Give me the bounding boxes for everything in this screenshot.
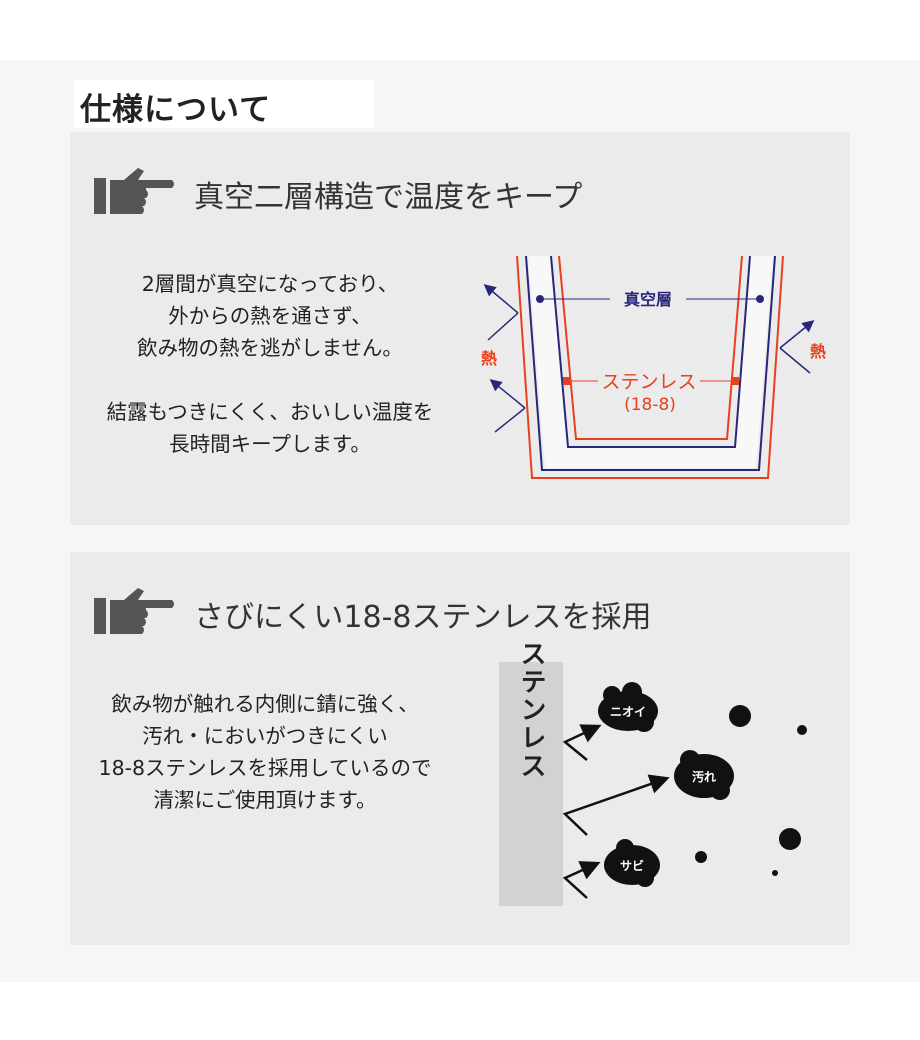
text-line: 2層間が真空になっており、 bbox=[141, 272, 399, 296]
outer-steel-wall bbox=[516, 255, 784, 479]
text-line: 汚れ・においがつきにくい bbox=[142, 724, 388, 748]
section1-heading: 真空二層構造で温度をキープ bbox=[194, 180, 583, 215]
panel-stainless bbox=[70, 552, 850, 945]
inner-steel-wall bbox=[558, 255, 743, 440]
rust-label: サビ bbox=[620, 858, 644, 873]
heat-arrow bbox=[483, 284, 519, 314]
stainless-label: ステンレス bbox=[601, 371, 696, 393]
text-line: 外からの熱を通さず、 bbox=[168, 304, 372, 328]
section2-heading: さびにくい18-8ステンレスを採用 bbox=[194, 600, 652, 635]
stainless-grade-label: (18-8) bbox=[624, 395, 676, 415]
section1-description: 2層間が真空になっており、 外からの熱を通さず、 飲み物の熱を逃がしません。 結… bbox=[90, 268, 450, 460]
stainless-diagram: ステンレス ニオイ 汚れ サビ bbox=[499, 640, 807, 906]
vacuum-layer-label: 真空層 bbox=[624, 290, 672, 309]
odor-blob bbox=[598, 682, 658, 732]
dirt-label: 汚れ bbox=[692, 769, 716, 784]
dirt-blob bbox=[674, 750, 734, 800]
odor-label: ニオイ bbox=[610, 705, 646, 719]
pointing-hand-icon bbox=[94, 168, 174, 214]
text-line: 長時間キープします。 bbox=[169, 432, 371, 456]
vacuum-diagram: 真空層 ステンレス (18-8) 熱 熱 bbox=[481, 255, 826, 479]
text-line: 結露もつきにくく、おいしい温度を bbox=[106, 400, 434, 424]
heat-arrow bbox=[487, 312, 519, 341]
text-line: 飲み物の熱を逃がしません。 bbox=[137, 336, 403, 360]
outer-blue-wall bbox=[525, 255, 776, 471]
text-line: 飲み物が触れる内側に錆に強く、 bbox=[111, 692, 419, 716]
heat-label: 熱 bbox=[810, 342, 826, 361]
text-line: 18-8ステンレスを採用しているので bbox=[98, 756, 432, 780]
page-title: 仕様について bbox=[80, 92, 272, 128]
title-box bbox=[74, 80, 374, 128]
text-line: 清潔にご使用頂けます。 bbox=[153, 788, 377, 812]
stainless-wall-label: ステンレス bbox=[516, 640, 546, 780]
stainless-wall bbox=[499, 662, 563, 906]
section2-description: 飲み物が触れる内側に錆に強く、 汚れ・においがつきにくい 18-8ステンレスを採… bbox=[70, 688, 460, 816]
heat-label: 熱 bbox=[481, 349, 497, 368]
pointing-hand-icon bbox=[94, 588, 174, 634]
inner-blue-wall bbox=[550, 255, 751, 448]
rust-blob bbox=[604, 839, 660, 887]
